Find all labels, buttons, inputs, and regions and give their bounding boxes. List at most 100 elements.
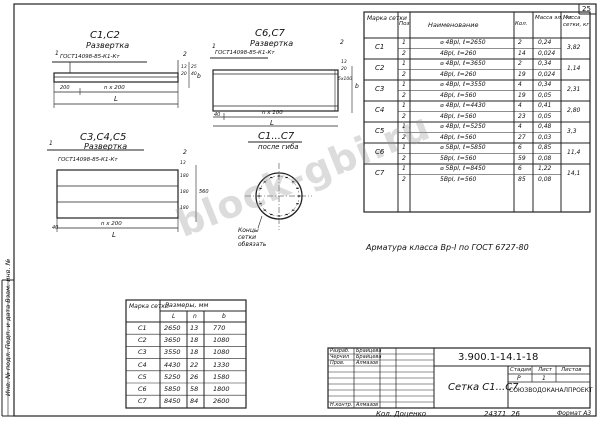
size-sub-n: n: [193, 313, 197, 320]
copied-by: Кол. Доценко: [376, 410, 427, 418]
spec-mass-el: 0,08: [538, 175, 552, 183]
inventory-suffix: 26: [511, 410, 520, 418]
spec-pos: 2: [402, 91, 406, 99]
drawing-code: 3.900.1-14.1-18: [458, 352, 539, 363]
drawing1-dim-left: 200: [60, 85, 70, 91]
sheet-value: 1: [542, 375, 546, 382]
stage-value: Р: [517, 375, 521, 382]
drawing2-dim-total: L: [270, 119, 274, 127]
spec-mass-mesh: 14,1: [567, 170, 581, 177]
spec-name: ⌀ 4ВрI, ℓ=5250: [440, 123, 486, 130]
sheet-number: 25: [582, 5, 591, 13]
drawing3-dim-left: 40: [52, 225, 59, 231]
tb-role: Н.контр.: [330, 401, 353, 408]
spec-pos: 2: [402, 70, 406, 78]
size-mark: С2: [138, 336, 147, 345]
spec-header-mass-el: Масса эл., кг: [535, 15, 573, 21]
size-b: 770: [213, 324, 226, 332]
tb-person: Брайцева: [356, 353, 382, 360]
drawing3-dim-v4: 180: [180, 206, 189, 211]
drawing2-title: С6,С7: [255, 28, 285, 39]
spec-pos: 1: [402, 144, 406, 151]
spec-mass-el: 0,34: [538, 60, 552, 67]
spec-qty: 19: [518, 70, 526, 78]
spec-pos: 2: [402, 112, 406, 120]
drawing2-mark-1: 1: [212, 43, 216, 50]
drawing2-dim-mid: n x 100: [262, 110, 283, 116]
spec-name: 4ВрI, ℓ=560: [440, 133, 477, 141]
spec-qty: 6: [518, 165, 522, 172]
drawing1-mark-2: 2: [183, 51, 187, 58]
spec-header-qty: Кол.: [515, 21, 528, 27]
drawing3-dim-right: 560: [199, 189, 209, 195]
tb-role: Черчил: [330, 353, 350, 360]
spec-mass-mesh: 1,14: [567, 65, 581, 72]
stage-header: Стадия: [510, 367, 532, 373]
spec-mass-el: 0,024: [538, 49, 556, 57]
drawing2-standard: ГОСТ14098-85-К1-Кт: [215, 50, 275, 56]
spec-mass-el: 0,03: [538, 133, 552, 141]
spec-pos: 1: [402, 81, 406, 88]
spec-header-mark: Марка сетки: [367, 15, 407, 22]
rebar-note: Арматура класса Вр-I по ГОСТ 6727-80: [366, 243, 529, 252]
spec-mark: С7: [375, 169, 385, 177]
size-n: 22: [190, 360, 199, 369]
format: Формат А3: [557, 410, 592, 417]
tb-person: Алмазов: [356, 401, 379, 408]
spec-mass-el: 0,08: [538, 154, 552, 162]
spec-pos: 2: [402, 154, 406, 162]
spec-mass-el: 0,34: [538, 81, 552, 88]
size-header-size: Размеры, мм: [165, 301, 209, 309]
spec-mass-mesh: 2,31: [567, 86, 581, 93]
size-n: 26: [190, 372, 199, 381]
drawing2-dim-v1: 13: [341, 60, 347, 65]
drawing3-dim-v2: 180: [180, 174, 189, 179]
drawing1-title: С1,С2: [90, 30, 120, 41]
spec-qty: 2: [518, 39, 522, 46]
spec-name: ⌀ 5ВрI, ℓ=5850: [440, 144, 486, 151]
drawing1-dim-v1: 13: [181, 65, 187, 70]
spec-pos: 1: [402, 60, 406, 67]
size-b: 1080: [213, 348, 230, 357]
spec-pos: 1: [402, 123, 406, 130]
spec-pos: 2: [402, 49, 406, 57]
drawing3-subtitle: Развертка: [84, 142, 128, 151]
spec-name: ⌀ 4ВрI, ℓ=4430: [440, 102, 486, 109]
spec-qty: 14: [518, 49, 526, 57]
spec-mark: С3: [375, 85, 385, 93]
spec-mass-el: 0,24: [538, 39, 552, 46]
drawing-name: Сетка С1...С7: [448, 382, 519, 393]
size-b: 1330: [213, 360, 230, 369]
spec-mark: С1: [375, 43, 385, 51]
spec-mark: С2: [375, 64, 385, 72]
spec-name: 4ВрI, ℓ=260: [440, 49, 477, 57]
drawing1-subtitle: Развертка: [86, 41, 130, 50]
spec-name: 4ВрI, ℓ=560: [440, 91, 477, 99]
drawing1-dim-v2: 20: [181, 72, 187, 77]
drawing3-dim-v1: 13: [180, 161, 186, 166]
spec-qty: 19: [518, 91, 526, 99]
spec-name: 4ВрI, ℓ=560: [440, 112, 477, 120]
spec-header-mass-mesh: Масса сетки, кг: [563, 15, 590, 28]
size-n: 18: [190, 336, 199, 345]
drawing2-dim-left: 40: [214, 112, 221, 118]
drawing2-subtitle: Развертка: [250, 39, 294, 48]
spec-header-name: Наименование: [428, 21, 479, 29]
spec-mass-mesh: 3,82: [567, 44, 581, 51]
size-mark: С4: [138, 360, 147, 369]
drawing1-mark-1: 1: [55, 50, 59, 57]
spec-pos: 2: [402, 175, 406, 183]
size-sub-b: b: [222, 313, 226, 320]
drawing4-callout: Концы сетки обвязать: [238, 227, 267, 248]
spec-pos: 1: [402, 39, 406, 46]
drawing1-dim-v3: 25: [191, 65, 197, 70]
spec-mark: С5: [375, 127, 385, 135]
spec-qty: 4: [518, 102, 522, 109]
sheet-header: Лист: [538, 367, 552, 373]
size-b: 1080: [213, 336, 230, 345]
tb-role: Разраб.: [330, 347, 350, 354]
size-sub-L: L: [172, 313, 176, 320]
spec-qty: 4: [518, 81, 522, 88]
drawing3-dim-mid: n x 200: [101, 221, 122, 227]
